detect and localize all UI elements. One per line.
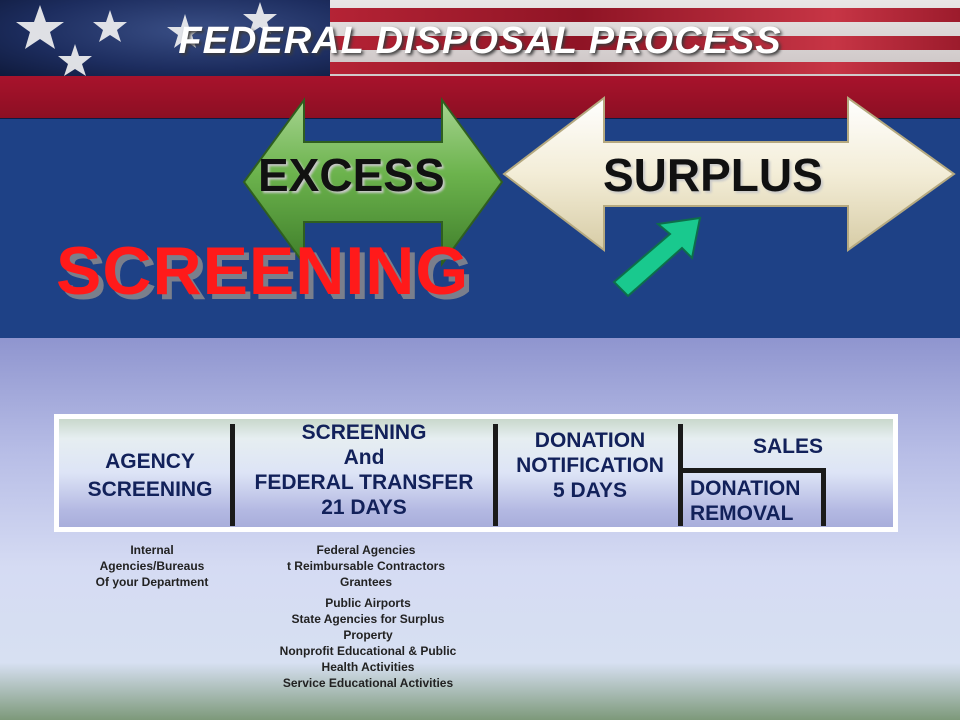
excess-label: EXCESS [258,149,445,201]
flag-canton [0,0,330,76]
stage-removal-line: DONATION [690,477,801,500]
note-line: Property [343,628,393,642]
flag-header: FEDERAL DISPOSAL PROCESS [0,0,960,118]
star-icon [16,2,277,76]
note-line: Health Activities [321,660,415,674]
diagonal-arrow-icon [612,216,702,298]
note-donees: Public Airports State Agencies for Surpl… [246,595,490,691]
flag-stripe [330,62,960,74]
note-federal-agencies: Federal Agencies t Reimbursable Contract… [246,542,486,590]
process-timeline [54,414,898,532]
stage-agency-line: AGENCY [105,450,195,473]
stage-federal-line: SCREENING [301,421,427,444]
stage-donation-notification: DONATION NOTIFICATION 5 DAYS [500,428,680,503]
stage-divider [821,470,826,526]
stage-divider [493,424,498,526]
stage-agency-screening: AGENCY SCREENING [70,448,230,504]
process-timeline-inner [59,419,893,527]
note-line: Nonprofit Educational & Public [279,644,457,658]
stage-donation-line: 5 DAYS [553,479,627,502]
surplus-label: SURPLUS [603,149,823,201]
flag-stripe [330,8,960,22]
note-internal-agencies: Internal Agencies/Bureaus Of your Depart… [64,542,240,590]
stage-divider-horizontal [678,468,826,473]
stage-sales: SALES [752,435,823,458]
screening-heading: SCREENING [56,233,470,309]
stage-federal-line: 21 DAYS [321,496,407,519]
stage-donation-removal: DONATION REMOVAL [690,476,830,526]
stage-divider [230,424,235,526]
stage-federal-line: And [343,446,385,469]
note-line: Federal Agencies [316,543,416,557]
stage-donation-line: NOTIFICATION [516,454,664,477]
surplus-double-arrow-icon [502,95,956,253]
note-line: Service Educational Activities [282,676,454,690]
note-line: Public Airports [325,596,411,610]
stage-donation-line: DONATION [534,429,646,452]
stage-divider [678,424,683,526]
note-line: Agencies/Bureaus [99,559,205,573]
flag-stripe [330,36,960,50]
note-line: Internal [130,543,174,557]
header-red-bar [0,76,960,118]
stage-removal-line: REMOVAL [690,502,794,525]
note-line: Of your Department [95,575,209,589]
note-line: Grantees [339,575,393,589]
stage-agency-line: SCREENING [87,478,213,501]
excess-double-arrow-icon [242,96,504,268]
stage-federal-transfer: SCREENING And FEDERAL TRANSFER 21 DAYS [236,420,492,520]
page-title: FEDERAL DISPOSAL PROCESS [178,20,782,62]
note-line: State Agencies for Surplus [291,612,445,626]
note-line: t Reimbursable Contractors [286,559,446,573]
stage-federal-line: FEDERAL TRANSFER [254,471,474,494]
